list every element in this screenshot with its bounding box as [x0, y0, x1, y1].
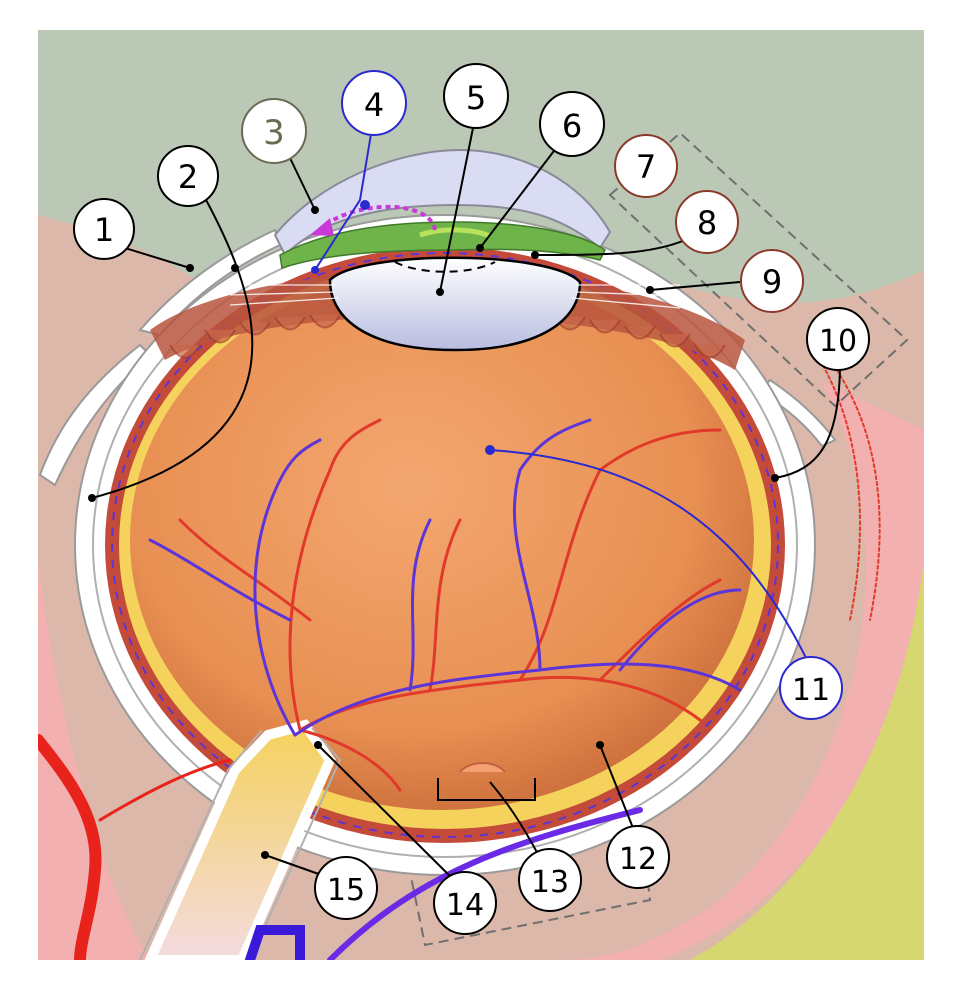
aqueous-flow-arrowhead: [310, 218, 334, 236]
cornea: [273, 148, 612, 257]
fovea-pit: [459, 762, 506, 773]
retinal-arteries: [178, 418, 722, 792]
orbit-soft-tissue: [560, 380, 924, 960]
aqueous-flow-arrow: [323, 204, 437, 231]
background-yellow-region: [690, 560, 924, 960]
label-14-text: 14: [446, 888, 484, 923]
background-pink-region: [38, 560, 150, 960]
label-1: 1: [73, 198, 135, 260]
label-4: 4: [341, 70, 407, 136]
label-10-text: 10: [819, 324, 857, 359]
label-1-text: 1: [94, 211, 114, 249]
scene: 1 2 3 4 5 6 7 8: [38, 30, 924, 960]
optic-nerve-sheath: [139, 727, 342, 960]
label-3: 3: [241, 98, 307, 164]
label-4-text: 4: [364, 86, 384, 124]
optic-nerve: [144, 719, 336, 960]
lens: [328, 256, 582, 352]
label-6: 6: [539, 91, 605, 157]
label-11-text: 11: [792, 673, 830, 708]
extraocular-vessels: [38, 359, 881, 960]
label-15-text: 15: [327, 873, 365, 908]
vitreous-body: [130, 270, 754, 810]
label-2: 2: [157, 145, 219, 207]
label-8: 8: [675, 190, 739, 254]
label-11: 11: [779, 656, 843, 720]
label-8-text: 8: [697, 204, 717, 242]
label-7-text: 7: [636, 148, 656, 186]
retinal-veins: [148, 418, 742, 737]
label-9: 9: [740, 249, 804, 313]
label-12: 12: [606, 825, 670, 889]
label-5-text: 5: [466, 79, 486, 117]
ciliary-body: [150, 271, 745, 370]
label-14: 14: [433, 871, 497, 935]
label-10: 10: [806, 307, 870, 371]
leader-lines: [91, 117, 841, 889]
choroid-vein-dashes: [111, 252, 779, 838]
anterior-segment-dashed-box: [608, 131, 909, 408]
leader-dots: [88, 200, 779, 859]
label-12-text: 12: [619, 842, 657, 877]
label-13: 13: [518, 848, 582, 912]
posterior-dashed-box: [408, 813, 652, 947]
label-15: 15: [314, 856, 378, 920]
label-5: 5: [443, 63, 509, 129]
label-3-text: 3: [263, 113, 285, 153]
zonular-fibers: [229, 284, 681, 309]
iris-highlight: [419, 227, 491, 239]
label-7: 7: [614, 134, 678, 198]
label-9-text: 9: [762, 263, 782, 301]
label-13-text: 13: [531, 865, 569, 900]
label-6-text: 6: [562, 107, 582, 145]
iris: [279, 221, 606, 269]
label-2-text: 2: [178, 158, 198, 196]
